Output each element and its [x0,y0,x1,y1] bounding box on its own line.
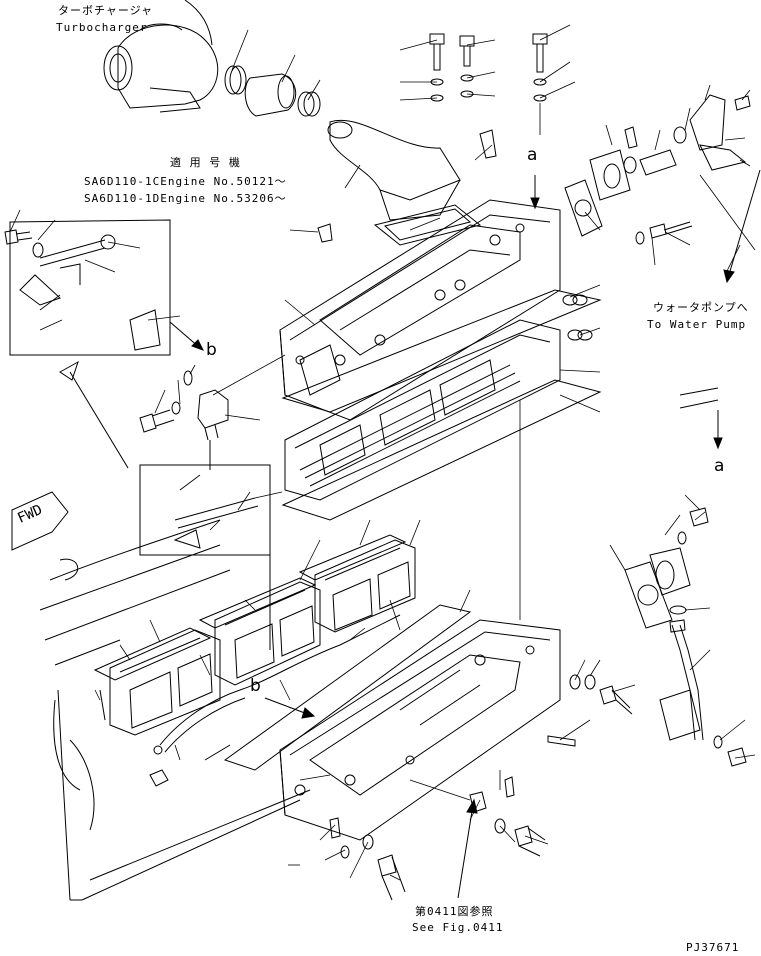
intake-heater-2 [215,582,320,685]
inset-arrow [60,362,128,468]
stud-bolt [505,736,575,797]
arrow-b-upper [170,322,203,350]
connector-gasket [375,205,480,245]
air-connector-pipe [328,120,460,220]
turbo-hose [245,74,296,116]
label-engine-1: SA6D110-1CEngine No.50121～ [84,175,287,188]
label-engine-2: SA6D110-1DEngine No.53206～ [84,192,287,205]
heater-wiring [160,440,400,752]
heater-gaskets [95,535,405,720]
arrow-b-lower [265,698,314,718]
terminal-nut [150,746,168,786]
arrow-a-top [531,175,539,208]
cover-gasket [283,290,600,412]
water-pipe-short [624,127,686,175]
fwd-marker [12,492,68,550]
label-applicable-jp: 適 用 号 機 [170,156,241,169]
lower-intake-manifold [280,620,560,840]
drawing-number: PJ37671 [686,941,740,954]
water-elbow-upper [690,95,745,170]
turbocharger [104,0,218,112]
bolt-left [5,230,43,257]
label-see-fig-en: See Fig.0411 [412,921,504,934]
small-plugs [318,130,496,242]
inset-box-lower [140,465,270,555]
bolts-right-mid [670,508,708,614]
arrow-see-fig [458,800,477,898]
upper-manifold-cover [280,200,560,420]
heater-bolt [140,371,192,432]
intake-heater-3 [315,540,415,632]
o-rings [563,295,592,340]
label-see-fig-jp: 第0411図参照 [415,905,494,918]
ref-b-left: b [206,340,217,360]
outlet-tube [660,620,703,740]
label-water-pump-en: To Water Pump [647,318,747,331]
bolts-right-lower [570,675,746,766]
ref-a-right: a [714,456,725,476]
lower-manifold-gasket [205,605,470,770]
engine-block-outline [40,520,310,900]
arrow-to-water-pump [724,170,760,282]
intake-heater-1 [110,630,220,735]
lower-fasteners [330,792,545,900]
water-flange-gasket [565,180,602,236]
ref-a-top: a [527,145,538,165]
bolts-top [430,34,547,101]
heater-sensor [198,390,228,440]
aftercooler-core [285,320,560,500]
water-elbow [590,150,630,200]
arrow-a-right [680,388,722,448]
cooler-gasket [283,380,600,520]
hose-clamp-1 [225,66,246,94]
label-turbocharger-jp: ターボチャージャ [58,4,154,17]
outlet-elbow [650,548,690,595]
inset-box-upper [10,220,170,355]
outlet-flange [625,562,672,628]
label-turbocharger-en: Turbocharger [56,21,148,34]
hose-clamp-2 [298,92,320,116]
label-water-pump-jp: ウォータポンプへ [653,301,749,314]
leader-lines [10,25,755,880]
ref-b-lower: b [250,676,261,696]
